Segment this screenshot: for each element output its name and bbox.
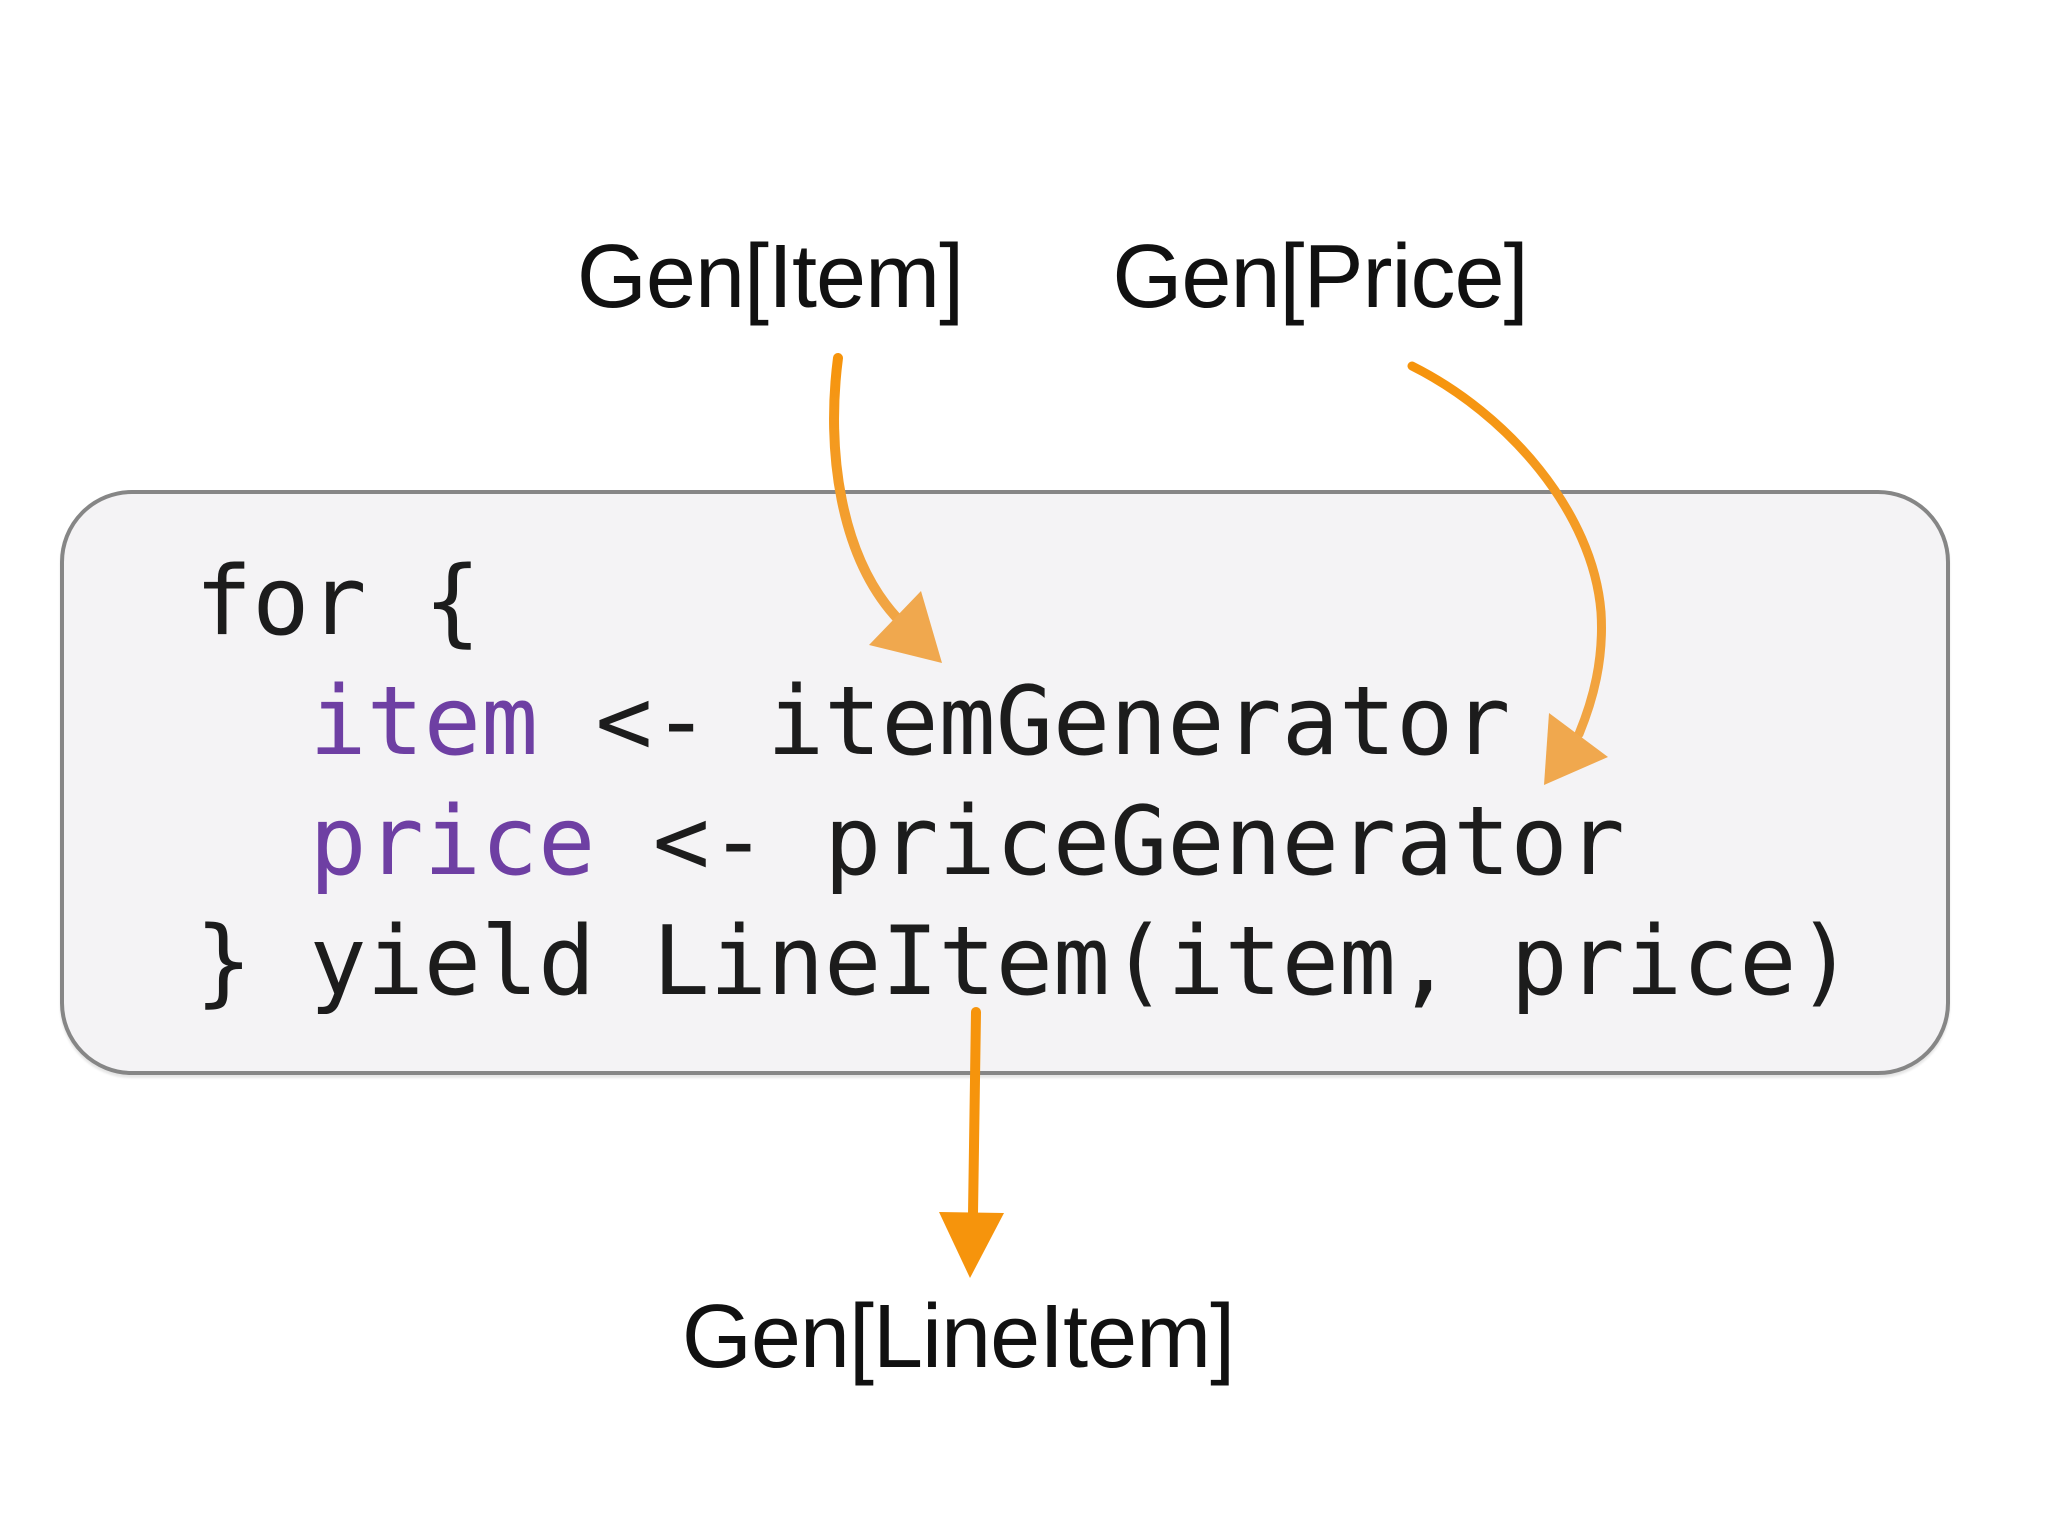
code-token-item-var: item xyxy=(309,667,539,777)
code-line-yield: } yield LineItem(item, price) xyxy=(195,902,1854,1022)
gen-price-label: Gen[Price] xyxy=(1112,227,1528,327)
code-token xyxy=(195,787,309,897)
code-token: for { xyxy=(195,547,481,657)
code-token: } yield LineItem(item, price) xyxy=(195,907,1854,1017)
code-line-item: item <- itemGenerator xyxy=(195,662,1854,782)
code-token-price-var: price xyxy=(309,787,596,897)
code-box xyxy=(60,490,1950,1075)
result-arrowhead-icon xyxy=(939,1212,1004,1278)
gen-lineitem-label: Gen[LineItem] xyxy=(681,1287,1235,1387)
code-line-for: for { xyxy=(195,542,1854,662)
code-token: <- itemGenerator xyxy=(538,667,1511,777)
code-token: <- priceGenerator xyxy=(595,787,1625,897)
code-snippet: for { item <- itemGenerator price <- pri… xyxy=(195,542,1854,1022)
code-token xyxy=(195,667,309,777)
code-line-price: price <- priceGenerator xyxy=(195,782,1854,902)
gen-item-label: Gen[Item] xyxy=(576,227,964,327)
